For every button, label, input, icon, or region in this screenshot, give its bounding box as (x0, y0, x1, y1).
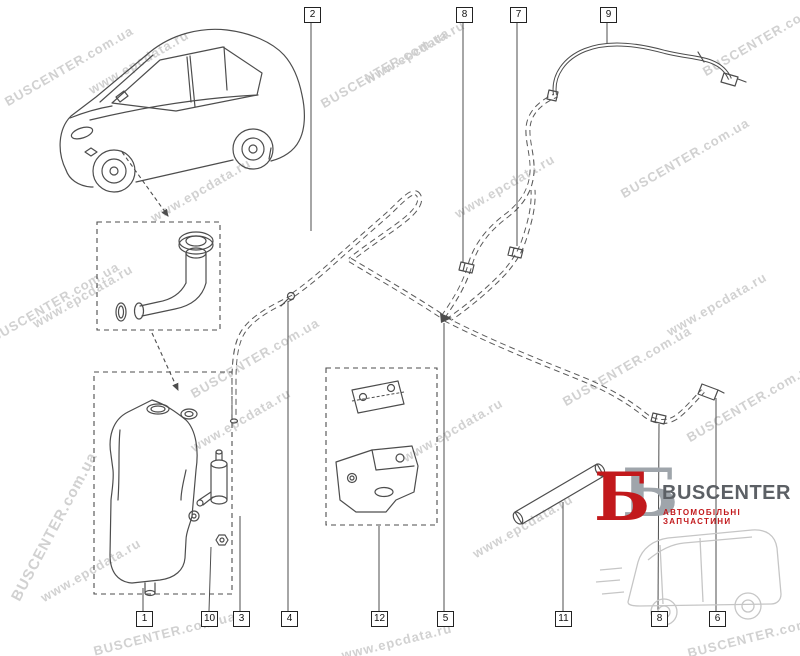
hose-connector-drawing (280, 291, 296, 307)
washer-pump-drawing (196, 449, 228, 507)
callout-9[interactable]: 9 (600, 7, 617, 23)
callout-12[interactable]: 12 (371, 611, 389, 627)
van-sketch (595, 529, 782, 626)
callout-4[interactable]: 4 (281, 611, 298, 627)
bracket-detail-box (325, 367, 438, 526)
end-connector-drawing (697, 383, 725, 401)
callout-10[interactable]: 10 (201, 611, 219, 627)
callout-5[interactable]: 5 (437, 611, 454, 627)
bracket-drawing (335, 380, 419, 513)
hose-tee-junction (440, 313, 452, 323)
grommet-drawing (188, 510, 229, 546)
car-drawing (59, 28, 305, 193)
hose-clip-drawing (458, 246, 667, 425)
callout-8-top[interactable]: 8 (456, 7, 473, 23)
logo-monogram-gray: Б (622, 454, 679, 532)
jet-hose-drawing (546, 42, 747, 102)
logo-subtitle: АВТОМОБІЛЬНІ ЗАПЧАСТИНИ (663, 508, 741, 526)
filler-to-reservoir-arrow (151, 332, 179, 392)
callout-8-bottom[interactable]: 8 (651, 611, 668, 627)
filler-detail-box (96, 221, 221, 331)
logo-monogram-red: Б (594, 458, 651, 536)
callout-leader-lines (142, 21, 717, 612)
washer-hose-drawing (229, 92, 705, 424)
reservoir-drawing (109, 399, 198, 597)
callout-3[interactable]: 3 (233, 611, 250, 627)
straight-tube-drawing (512, 463, 606, 525)
filler-neck-drawing (115, 231, 214, 322)
callout-7[interactable]: 7 (510, 7, 527, 23)
callout-1[interactable]: 1 (136, 611, 153, 627)
callout-6[interactable]: 6 (709, 611, 726, 627)
callout-11[interactable]: 11 (555, 611, 572, 627)
buscenter-logo: Б Б BUSCENTER АВТОМОБІЛЬНІ ЗАПЧАСТИНИ (592, 458, 800, 548)
callout-2[interactable]: 2 (304, 7, 321, 23)
logo-title: BUSCENTER (662, 482, 791, 504)
car-to-filler-arrow (121, 151, 169, 217)
